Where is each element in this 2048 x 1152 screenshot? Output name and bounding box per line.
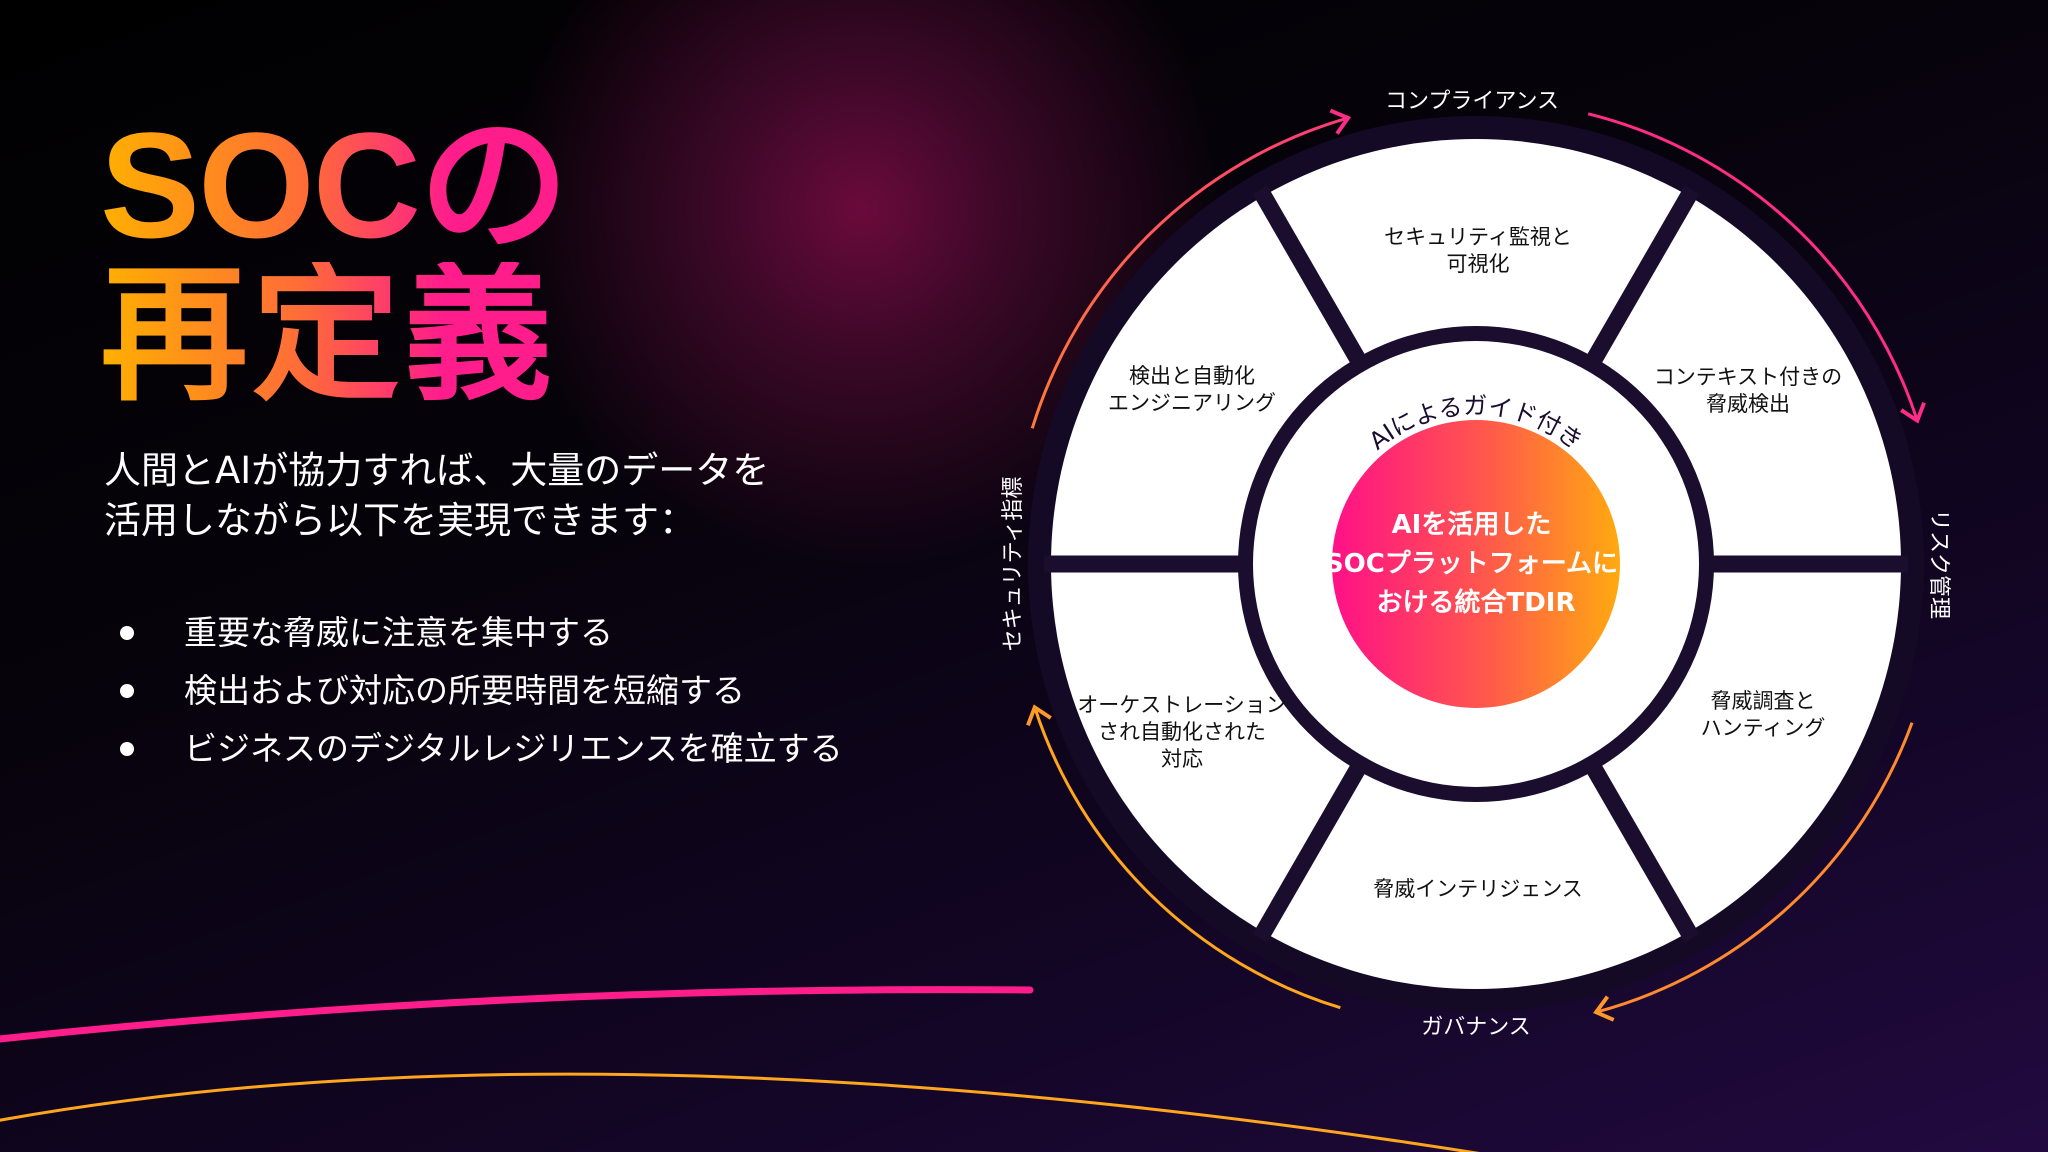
intro-text: 人間とAIが協力すれば、大量のデータを 活用しながら以下を実現できます： <box>104 446 769 546</box>
label-risk-management: リスク管理 <box>1926 509 1951 619</box>
intro-line: 活用しながら以下を実現できます： <box>104 499 696 542</box>
bullet-text: ビジネスのデジタルレジリエンスを確立する <box>184 729 843 768</box>
segment-threat-hunting: 脅威調査とハンティング <box>1701 689 1826 740</box>
label-governance: ガバナンス <box>1421 1015 1531 1040</box>
decorative-orange-line <box>0 1072 1480 1152</box>
decorative-pink-line <box>0 986 1034 1043</box>
arc-arrow-bottom-left <box>1026 704 1341 1010</box>
center-circle <box>1332 420 1620 708</box>
arc-arrow-bottom-right <box>1593 722 1914 1022</box>
list-item: ビジネスのデジタルレジリエンスを確立する <box>118 720 843 778</box>
segment-divider <box>1252 185 1371 374</box>
center-label: AIを活用した SOCプラットフォームに おける統合TDIR <box>1325 510 1627 618</box>
segment-orchestration: オーケストレーションされ自動化された対応 <box>1077 693 1287 771</box>
segment-detection-engineering: 検出と自動化エンジニアリング <box>1108 364 1276 415</box>
bullet-text: 重要な脅威に注意を集中する <box>184 613 613 652</box>
bullet-icon <box>120 684 134 698</box>
bullet-text: 検出および対応の所要時間を短縮する <box>184 671 745 710</box>
segment-divider <box>1581 754 1700 943</box>
intro-line: 人間とAIが協力すれば、大量のデータを <box>104 449 770 492</box>
list-item: 検出および対応の所要時間を短縮する <box>118 662 843 720</box>
list-item: 重要な脅威に注意を集中する <box>118 604 843 662</box>
segment-security-monitoring: セキュリティ監視と可視化 <box>1384 225 1572 276</box>
segment-threat-intelligence: 脅威インテリジェンス <box>1373 877 1583 901</box>
bullet-icon <box>120 742 134 756</box>
segment-divider <box>1252 754 1371 943</box>
soc-wheel: AIによるガイド付き AIを活用した SOCプラットフォームに おける統合TDI… <box>1028 116 1924 1012</box>
bullet-icon <box>120 626 134 640</box>
arc-arrow-top-left <box>1030 108 1352 429</box>
page-title-line1: SOCの <box>100 101 569 269</box>
arc-arrow-top-right <box>1587 112 1926 424</box>
segment-threat-detection: コンテキスト付きの脅威検出 <box>1654 365 1842 416</box>
page-title-line2: 再定義 <box>100 253 556 418</box>
label-compliance: コンプライアンス <box>1385 89 1559 114</box>
label-security-metrics: セキュリティ指標 <box>1001 477 1026 652</box>
segment-divider <box>1581 185 1700 374</box>
bullet-list: 重要な脅威に注意を集中する 検出および対応の所要時間を短縮する ビジネスのデジタ… <box>118 604 843 778</box>
